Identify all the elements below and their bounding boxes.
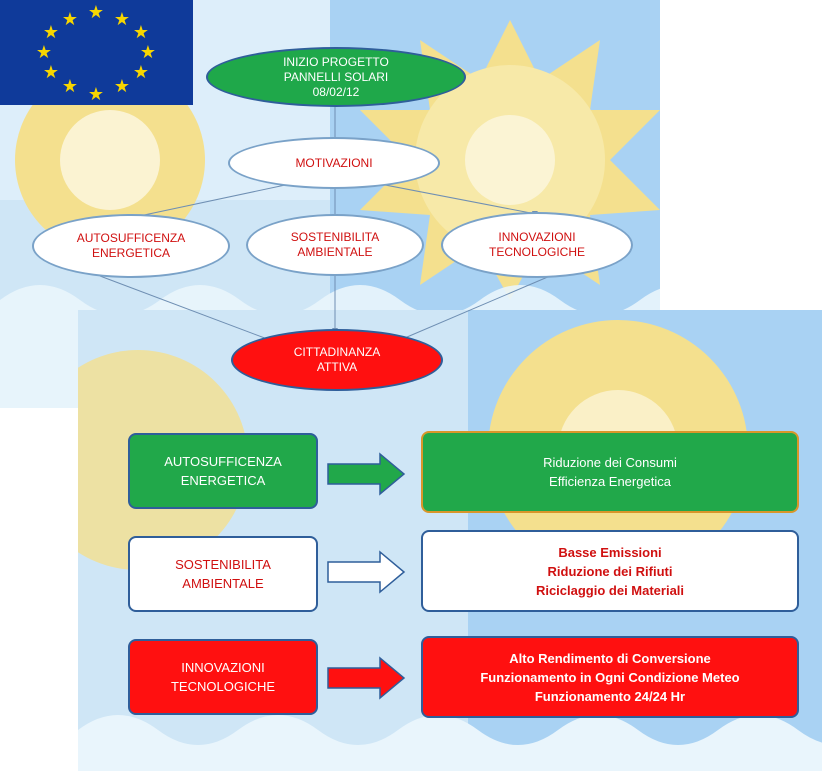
svg-text:★: ★ <box>88 2 104 23</box>
branch-energy-node: AUTOSUFFICENZA ENERGETICA <box>32 214 230 278</box>
svg-text:★: ★ <box>62 76 78 97</box>
right-arrow-icon <box>327 452 406 496</box>
row-2-description: Basse Emissioni Riduzione dei Rifiuti Ri… <box>421 530 799 612</box>
svg-text:★: ★ <box>88 84 104 105</box>
svg-text:★: ★ <box>133 22 149 43</box>
svg-text:★: ★ <box>114 9 130 30</box>
right-arrow-icon <box>327 550 406 594</box>
branch-innovation-node: INNOVAZIONI TECNOLOGICHE <box>441 212 633 278</box>
svg-text:★: ★ <box>114 76 130 97</box>
motivations-node: MOTIVAZIONI <box>228 137 440 189</box>
row-1-category: AUTOSUFFICENZA ENERGETICA <box>128 433 318 509</box>
right-arrow-icon <box>327 656 406 700</box>
svg-text:★: ★ <box>43 22 59 43</box>
row-3-description: Alto Rendimento di Conversione Funzionam… <box>421 636 799 718</box>
svg-text:★: ★ <box>62 9 78 30</box>
result-node: CITTADINANZA ATTIVA <box>231 329 443 391</box>
svg-text:★: ★ <box>140 42 156 63</box>
svg-text:★: ★ <box>36 42 52 63</box>
eu-flag-icon: ★ ★ ★ ★ ★ ★ ★ ★ ★ ★ ★ ★ <box>0 0 193 105</box>
svg-text:★: ★ <box>133 62 149 83</box>
row-2-category: SOSTENIBILITA AMBIENTALE <box>128 536 318 612</box>
svg-text:★: ★ <box>43 62 59 83</box>
branch-sustainability-node: SOSTENIBILITA AMBIENTALE <box>246 214 424 276</box>
start-node: INIZIO PROGETTO PANNELLI SOLARI 08/02/12 <box>206 47 466 107</box>
row-1-description: Riduzione dei Consumi Efficienza Energet… <box>421 431 799 513</box>
row-3-category: INNOVAZIONI TECNOLOGICHE <box>128 639 318 715</box>
